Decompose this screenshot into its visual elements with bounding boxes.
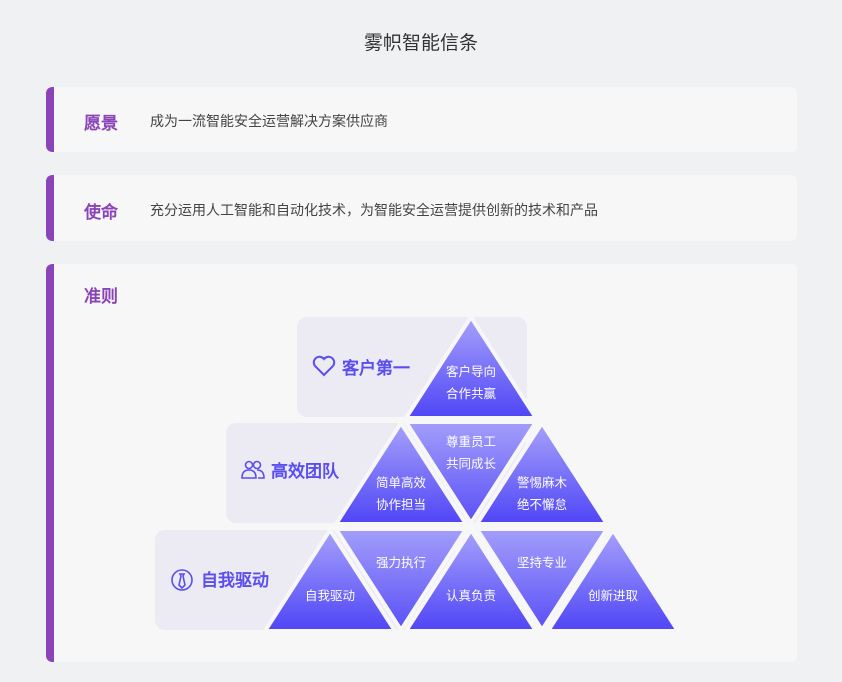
heart-icon xyxy=(312,355,336,377)
vision-card: 愿景 成为一流智能安全运营解决方案供应商 xyxy=(46,87,797,152)
value-customer-oriented: 客户导向 xyxy=(446,364,496,379)
tier-label-1: 客户第一 xyxy=(341,358,410,379)
tie-icon xyxy=(171,569,193,591)
mission-text: 充分运用人工智能和自动化技术，为智能安全运营提供创新的技术和产品 xyxy=(150,203,598,219)
value-collaborate: 协作担当 xyxy=(376,497,426,512)
value-simple-efficient: 简单高效 xyxy=(376,475,427,490)
value-self-driven: 自我驱动 xyxy=(305,588,355,603)
triangle-t1 xyxy=(404,315,538,420)
principles-label: 准则 xyxy=(84,287,118,307)
mission-label: 使命 xyxy=(84,203,118,223)
value-win-win: 合作共赢 xyxy=(446,386,497,401)
triangle-t3e xyxy=(546,528,680,633)
triangle-t2a xyxy=(334,421,468,526)
mission-card: 使命 充分运用人工智能和自动化技术，为智能安全运营提供创新的技术和产品 xyxy=(46,175,797,241)
value-stay-alert: 警惕麻木 xyxy=(517,475,568,490)
tier-label-2: 高效团队 xyxy=(271,461,340,482)
triangle-t3b xyxy=(334,527,468,632)
value-respect-staff: 尊重员工 xyxy=(446,434,496,449)
value-innovative: 创新进取 xyxy=(588,588,639,603)
triangle-t3a xyxy=(263,528,397,633)
triangle-t3d xyxy=(475,527,609,632)
triangle-t2b xyxy=(404,420,538,525)
tier-label-3: 自我驱动 xyxy=(201,570,269,591)
vision-label: 愿景 xyxy=(84,114,118,134)
value-professional: 坚持专业 xyxy=(517,555,567,570)
triangle-t3c xyxy=(404,528,538,633)
triangle-t2c xyxy=(475,421,609,526)
users-icon xyxy=(241,460,265,479)
value-responsible: 认真负责 xyxy=(446,588,496,603)
value-grow-together: 共同成长 xyxy=(446,456,497,471)
page-title: 雾帜智能信条 xyxy=(363,32,478,54)
vision-text: 成为一流智能安全运营解决方案供应商 xyxy=(150,114,388,130)
value-never-slack: 绝不懈怠 xyxy=(517,497,567,512)
value-strong-execution: 强力执行 xyxy=(376,555,426,570)
